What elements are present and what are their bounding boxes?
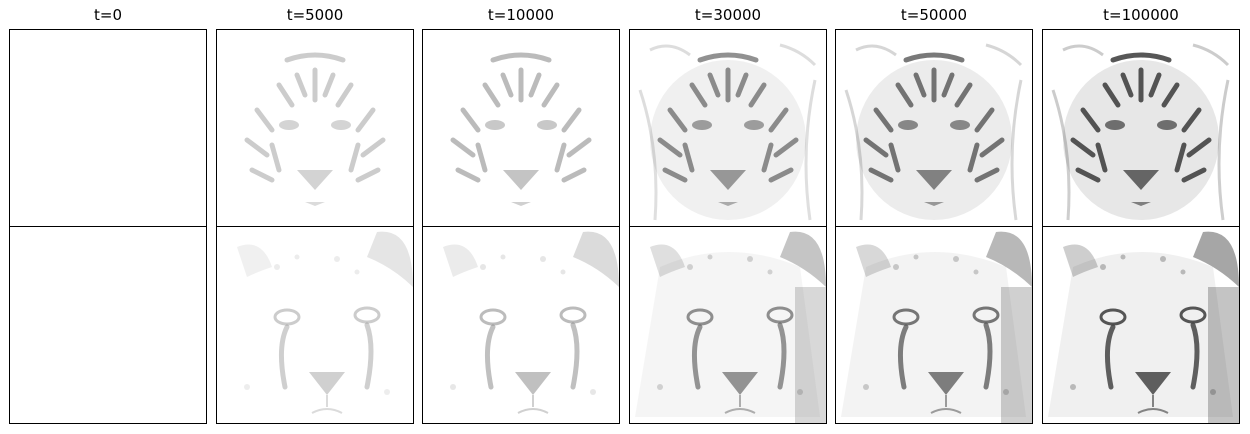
tiger-panel-t0: [9, 29, 207, 227]
cheetah-panel-t50000: [835, 226, 1033, 424]
column-title-t30000: t=30000: [694, 6, 762, 24]
tiger-panel-t10000: [422, 29, 620, 227]
column-title-t100000: t=100000: [1103, 6, 1179, 24]
cheetah-panel-t5000: [216, 226, 414, 424]
cheetah-panel-t0: [9, 226, 207, 424]
tiger-panel-t30000: [629, 29, 827, 227]
column-title-t5000: t=5000: [286, 6, 344, 24]
column-title-t10000: t=10000: [487, 6, 555, 24]
cheetah-panel-t10000: [422, 226, 620, 424]
cheetah-panel-t30000: [629, 226, 827, 424]
tiger-panel-t50000: [835, 29, 1033, 227]
tiger-panel-t5000: [216, 29, 414, 227]
column-title-t0: t=0: [94, 6, 122, 24]
cheetah-panel-t100000: [1042, 226, 1240, 424]
column-title-t50000: t=50000: [900, 6, 968, 24]
tiger-panel-t100000: [1042, 29, 1240, 227]
